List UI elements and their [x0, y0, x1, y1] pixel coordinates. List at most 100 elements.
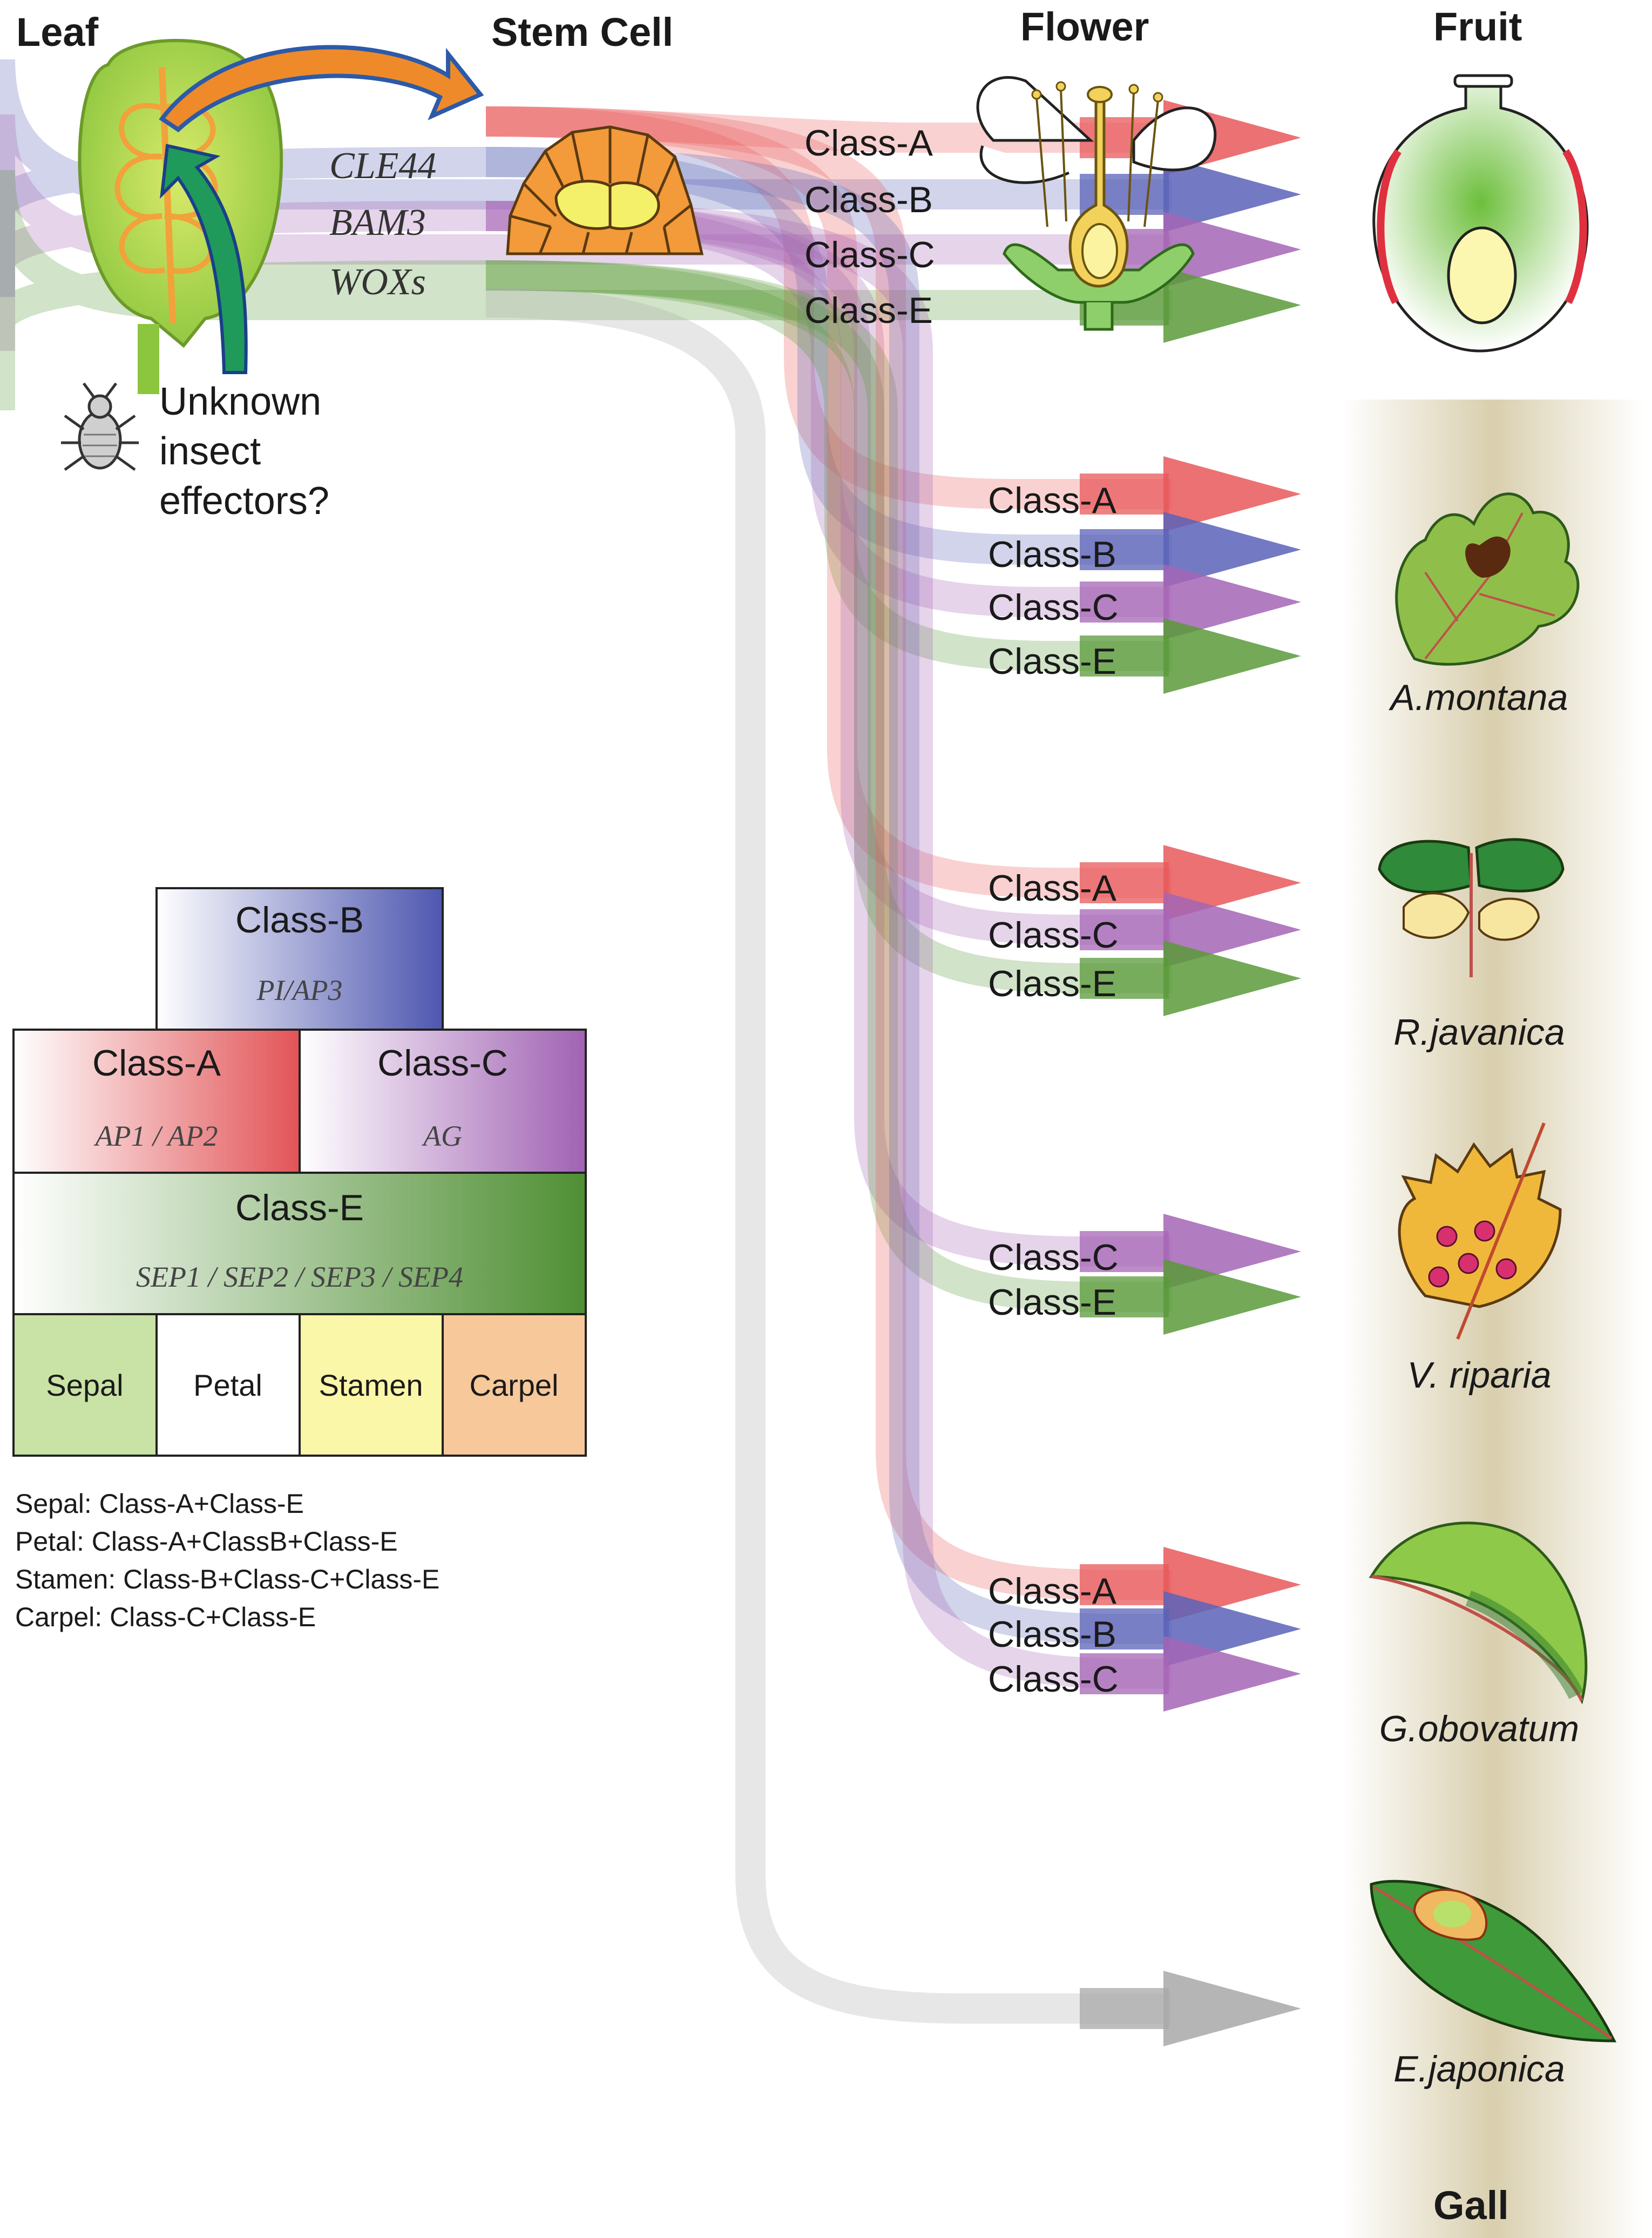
class-e-title: Class-E	[235, 1187, 364, 1228]
insect-icon	[61, 382, 139, 471]
gall5-unknown-arrow-shaft	[1080, 1988, 1169, 2029]
flower-class-b-arrowhead	[1163, 157, 1301, 232]
flower-class-label: Class-C	[804, 234, 935, 275]
gall5-unknown-arrowhead	[1163, 1971, 1301, 2046]
leaf-illustration	[78, 39, 283, 394]
note-carpel: Carpel: Class-C+Class-E	[15, 1602, 316, 1632]
gall3-class-e-arrowhead	[1163, 1259, 1301, 1335]
fruit-illustration	[1372, 74, 1589, 353]
gall2-class-e-arrowhead	[1163, 941, 1301, 1016]
gall1-class-e-arrowhead	[1163, 618, 1301, 694]
insect-label-line3: effectors?	[159, 479, 329, 523]
class-b-box	[155, 887, 444, 1031]
gall-class-label: Class-C	[988, 1659, 1119, 1700]
gall1-class-a-arrow-shaft	[1080, 474, 1169, 515]
gall-class-label: Class-E	[988, 1282, 1116, 1323]
gall4-class-c-arrowhead	[1163, 1636, 1301, 1712]
gall2-class-a-flow	[485, 106, 1172, 898]
gall2-class-c-arrow-shaft	[1080, 909, 1169, 950]
gall4-class-a-flow	[485, 106, 1172, 1600]
insect-effector-arrow	[160, 144, 248, 374]
note-sepal: Sepal: Class-A+Class-E	[15, 1489, 304, 1519]
gall3-class-c-arrow-shaft	[1080, 1231, 1169, 1272]
header-fruit: Fruit	[1433, 4, 1522, 49]
gall-v-riparia	[1398, 1122, 1562, 1340]
gall4-class-b-flow	[485, 147, 1172, 1644]
species-label-a-montana: A.montana	[1389, 677, 1568, 718]
gall-g-obovatum	[1369, 1522, 1588, 1705]
gall2-class-e-arrow-shaft	[1080, 958, 1169, 999]
species-label-e-japonica: E.japonica	[1393, 2048, 1565, 2090]
flower-class-e-arrowhead	[1163, 267, 1301, 343]
gall-e-japonica	[1370, 1879, 1617, 2043]
note-stamen: Stamen: Class-B+Class-C+Class-E	[15, 1564, 439, 1594]
header-leaf: Leaf	[16, 10, 99, 55]
gall4-class-c-flow	[485, 201, 1172, 1689]
class-c-genes: AG	[422, 1120, 462, 1152]
gall5-unknown-flow	[485, 287, 1172, 2024]
stem-cell-illustration	[506, 125, 704, 255]
gall-r-javanica	[1378, 838, 1565, 977]
gall4-class-b-arrow-shaft	[1080, 1608, 1169, 1649]
class-a-genes: AP1 / AP2	[94, 1120, 218, 1152]
flower-illustration	[976, 76, 1217, 331]
gene-bam3: BAM3	[329, 202, 426, 244]
header-gall: Gall	[1433, 2183, 1509, 2228]
gall-class-label: Class-A	[988, 1571, 1117, 1612]
gall-class-label: Class-B	[988, 1614, 1116, 1655]
class-c-title: Class-C	[377, 1043, 508, 1084]
flower-class-c-arrowhead	[1163, 212, 1301, 287]
header-flower: Flower	[1020, 4, 1149, 49]
gall3-class-e-arrow-shaft	[1080, 1276, 1169, 1317]
organ-carpel-box	[442, 1313, 587, 1457]
note-petal: Petal: Class-A+ClassB+Class-E	[15, 1526, 398, 1557]
gall-class-label: Class-C	[988, 915, 1119, 956]
organ-sepal-box	[12, 1313, 158, 1457]
organ-stamen-label: Stamen	[319, 1368, 423, 1402]
gene-cle44: CLE44	[329, 145, 436, 187]
species-label-r-javanica: R.javanica	[1393, 1012, 1565, 1053]
gall-class-label: Class-A	[988, 480, 1117, 521]
gall1-class-c-arrowhead	[1163, 564, 1301, 640]
insect-label-line2: insect	[159, 430, 261, 473]
gene-woxs: WOXs	[329, 261, 426, 303]
leaf-to-stem-arrow	[159, 45, 484, 133]
organ-carpel-label: Carpel	[470, 1368, 559, 1402]
organ-stamen-box	[299, 1313, 444, 1457]
gall4-class-c-arrow-shaft	[1080, 1653, 1169, 1694]
insect-label-line1: Unknown	[159, 380, 321, 423]
gall1-class-a-arrowhead	[1163, 456, 1301, 532]
gall1-class-b-arrowhead	[1163, 512, 1301, 587]
class-b-title: Class-B	[235, 900, 364, 941]
species-label-v-riparia: V. riparia	[1407, 1355, 1551, 1396]
class-a-title: Class-A	[92, 1043, 221, 1084]
gall1-class-a-flow	[485, 106, 1172, 509]
class-b-genes: PI/AP3	[256, 974, 343, 1006]
gall4-class-a-arrow-shaft	[1080, 1564, 1169, 1605]
header-stem-cell: Stem Cell	[491, 10, 673, 55]
organ-sepal-label: Sepal	[46, 1368, 123, 1402]
gall-class-label: Class-C	[988, 1237, 1119, 1278]
abce-model: Class-B PI/AP3 Class-A AP1 / AP2 Class-C…	[12, 887, 587, 1457]
gall-class-label: Class-B	[988, 534, 1116, 575]
gall-class-label: Class-A	[988, 868, 1117, 909]
organ-petal-label: Petal	[193, 1368, 262, 1402]
class-e-genes: SEP1 / SEP2 / SEP3 / SEP4	[136, 1261, 463, 1293]
gall1-class-c-arrow-shaft	[1080, 582, 1169, 623]
gall1-class-e-flow	[485, 260, 1172, 671]
gall-class-label: Class-E	[988, 963, 1116, 1004]
flower-class-a-flow	[485, 106, 1172, 153]
gall-class-label: Class-C	[988, 587, 1119, 628]
class-e-box	[12, 1172, 587, 1315]
gall2-class-a-arrow-shaft	[1080, 862, 1169, 903]
flower-class-label: Class-E	[804, 290, 933, 331]
species-label-g-obovatum: G.obovatum	[1379, 1708, 1579, 1749]
flower-class-label: Class-B	[804, 179, 933, 220]
gall2-class-e-flow	[485, 260, 1172, 993]
gall3-class-e-flow	[485, 260, 1172, 1312]
flower-class-label: Class-A	[804, 123, 933, 164]
gall-a-montana	[1395, 492, 1580, 666]
gall2-class-c-arrowhead	[1163, 892, 1301, 968]
class-c-box	[299, 1029, 587, 1174]
